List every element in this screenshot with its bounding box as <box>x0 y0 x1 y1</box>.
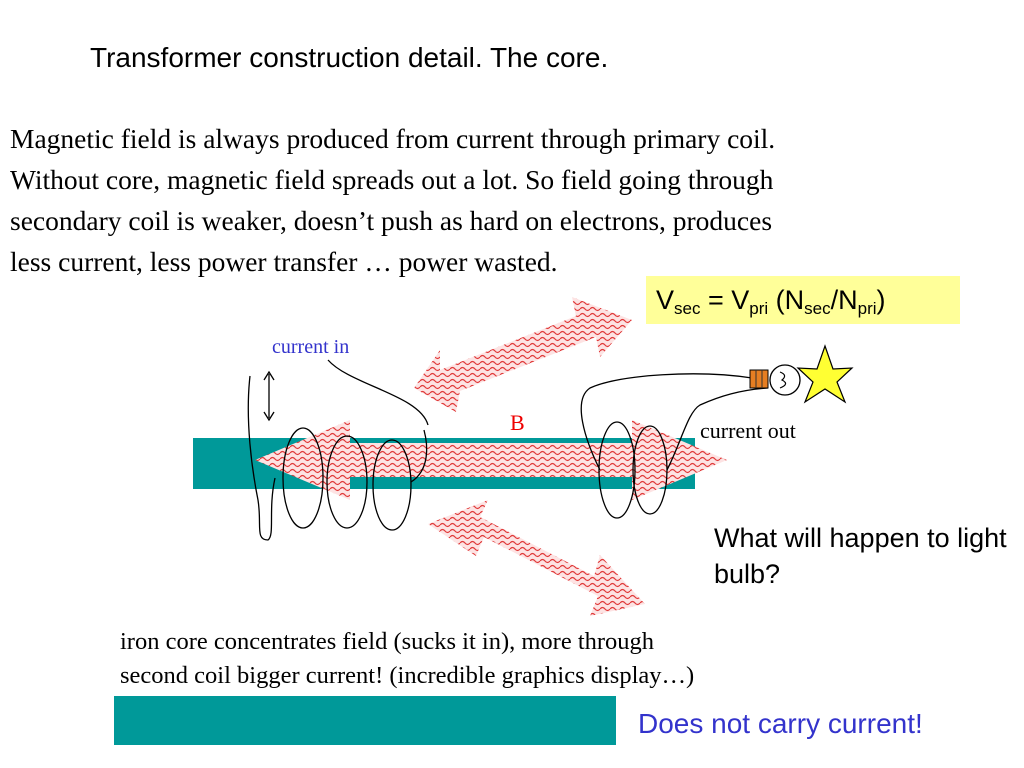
voltage-ratio-formula: Vsec = Vpri (Nsec/Npri) <box>646 276 960 324</box>
formula-subscript: sec <box>804 299 831 318</box>
intro-paragraph: Magnetic field is always produced from c… <box>10 118 1010 282</box>
formula-subscript: pri <box>857 299 877 318</box>
bulb-question: What will happen to light bulb? <box>714 523 1007 589</box>
secondary-coil <box>580 373 769 519</box>
intro-line: Without core, magnetic field spreads out… <box>10 164 774 195</box>
current-in-label: current in <box>272 336 350 358</box>
formula-part: (N <box>768 285 805 315</box>
formula-part: V <box>656 285 675 315</box>
field-arrow-lower <box>428 500 645 616</box>
star-icon <box>796 344 854 404</box>
intro-line: less current, less power transfer … powe… <box>10 246 558 277</box>
field-arrow-upper <box>414 297 632 412</box>
formula-subscript: sec <box>674 299 701 318</box>
field-b-label: B <box>510 410 525 435</box>
intro-line: Magnetic field is always produced from c… <box>10 123 776 154</box>
light-bulb-icon <box>749 364 801 396</box>
field-arrow-center <box>255 420 727 500</box>
intro-line: secondary coil is weaker, doesn’t push a… <box>10 205 773 236</box>
core-bar <box>114 696 616 745</box>
formula-part: /N <box>830 285 858 315</box>
voltage-indicator-arrow <box>263 370 275 422</box>
iron-note-line: second coil bigger current! (incredible … <box>120 662 695 689</box>
no-current-note: Does not carry current! <box>638 708 923 739</box>
formula-subscript: pri <box>749 299 769 318</box>
current-out-label: current out <box>700 418 796 443</box>
iron-core-note: iron core concentrates field (sucks it i… <box>120 625 880 693</box>
slide-title: Transformer construction detail. The cor… <box>90 42 609 73</box>
iron-note-line: iron core concentrates field (sucks it i… <box>120 628 655 655</box>
formula-part: ) <box>876 285 886 315</box>
formula-part: = V <box>700 285 750 315</box>
primary-coil <box>247 359 429 541</box>
